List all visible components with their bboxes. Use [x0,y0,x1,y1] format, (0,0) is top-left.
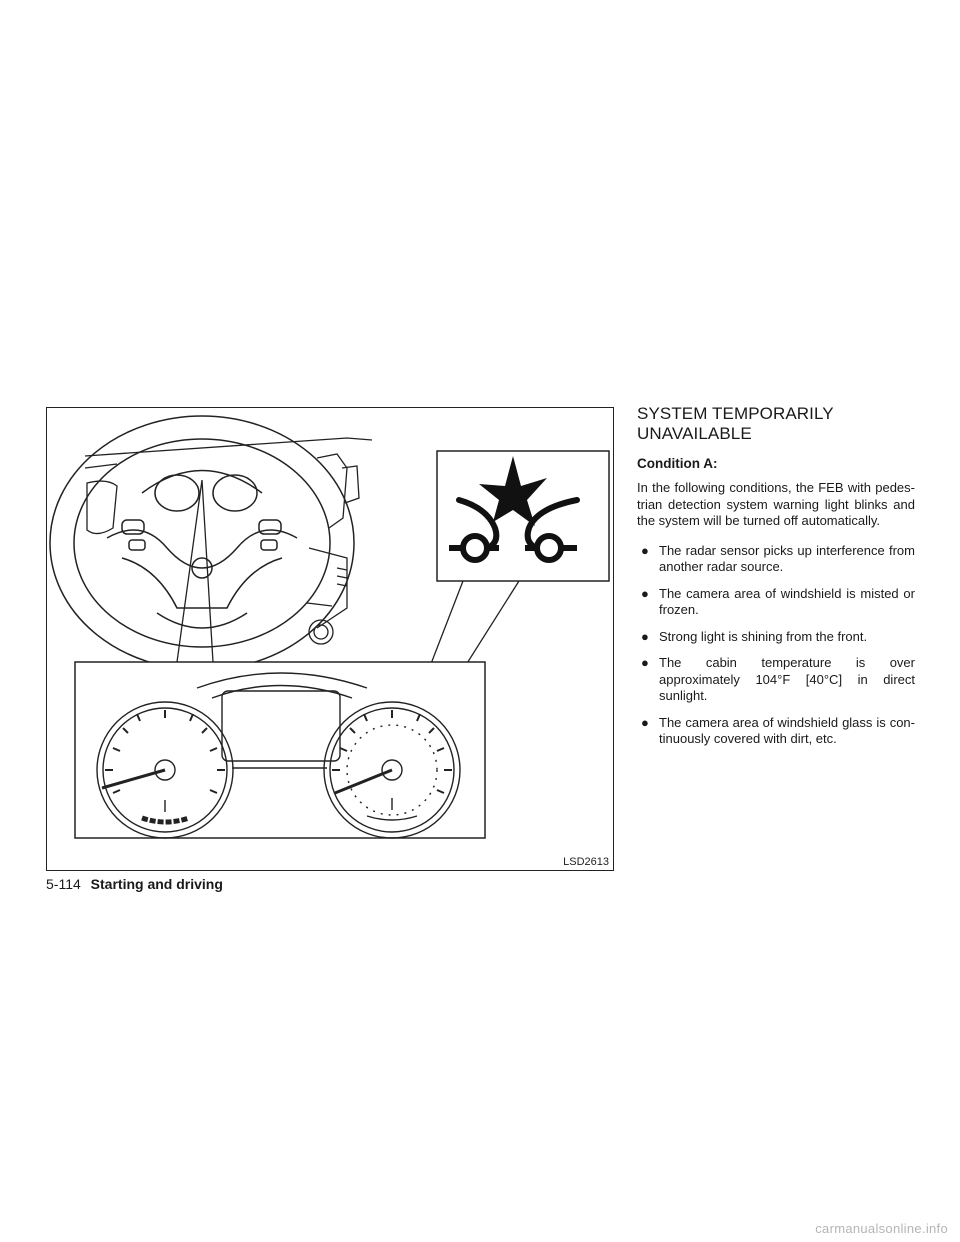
page-footer: 5-114 Starting and driving [46,876,223,892]
bullet-icon: ● [641,714,649,730]
list-item: ● The radar sensor picks up interference … [637,543,915,576]
list-item: ● Strong light is shining from the front. [637,629,915,646]
gauge-ticks [105,710,452,794]
section-heading-line1: SYSTEM TEMPORARILY [637,404,834,423]
list-item-text: The camera area of windshield glass is c… [659,714,915,747]
condition-list: ● The radar sensor picks up interference … [637,543,915,748]
bullet-icon: ● [641,628,649,644]
bullet-icon: ● [641,655,649,670]
list-item: ● The camera area of windshield glass is … [637,715,915,748]
list-item-text: Strong light is shining from the front. [659,628,868,644]
footer-section-title: Starting and driving [90,876,223,892]
list-item: ● The cabin temperature is over approxima… [637,655,915,705]
intro-paragraph: In the following conditions, the FEB wit… [637,480,915,528]
feb-pedestrian-warning-light-icon [449,456,580,563]
instrument-cluster-icon [96,672,461,839]
section-heading-line2: UNAVAILABLE [637,424,752,443]
section-content: SYSTEM TEMPORARILY UNAVAILABLE Condition… [637,404,915,758]
illustration-figure: LSD2613 [46,407,614,871]
bullet-icon: ● [641,542,649,558]
list-item: ● The camera area of windshield is misted… [637,586,915,619]
figure-code: LSD2613 [563,856,609,868]
bullet-icon: ● [641,585,649,601]
list-item-text: The radar sensor picks up interference f… [659,542,915,575]
list-item-text: The camera area of windshield is misted … [659,585,915,618]
list-item-text: The cabin temperature is over approximat… [659,655,915,703]
illustration-drawing [49,415,610,839]
condition-heading: Condition A: [637,456,718,471]
page-number: 5-114 [46,876,81,892]
watermark: carmanualsonline.info [815,1221,948,1236]
section-heading: SYSTEM TEMPORARILY UNAVAILABLE [637,404,915,444]
